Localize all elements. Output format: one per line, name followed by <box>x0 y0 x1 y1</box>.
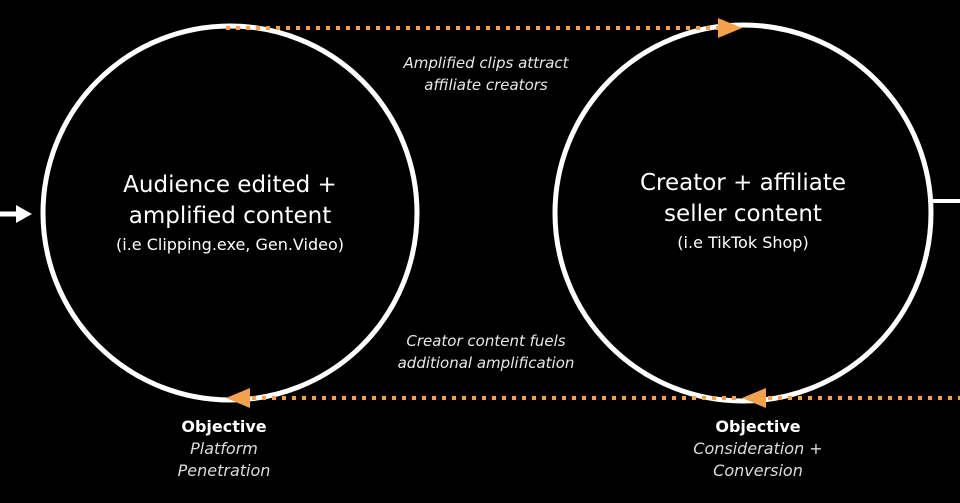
node-audience-title-line2: amplified content <box>128 203 332 229</box>
top-arrowhead <box>718 18 742 38</box>
top-connector-arrow <box>226 18 742 38</box>
bottom-arrowhead <box>226 388 250 408</box>
bottom-edge-note-line1: Creator content fuels <box>406 332 566 350</box>
objective-right-heading: Objective <box>715 417 801 436</box>
node-creator-example: (i.e TikTok Shop) <box>677 233 809 252</box>
objective-right: Objective Consideration + Conversion <box>693 416 822 482</box>
right-connector-arrow <box>742 388 960 408</box>
node-creator-title-line2: seller content <box>664 201 822 227</box>
node-audience-example: (i.e Clipping.exe, Gen.Video) <box>116 235 344 254</box>
objective-left: Objective Platform Penetration <box>178 416 271 482</box>
node-creator-title-line1: Creator + affiliate <box>639 170 847 196</box>
top-edge-note: Amplified clips attract affiliate creato… <box>403 52 568 96</box>
right-arrowhead <box>742 388 766 408</box>
node-audience-title-line1: Audience edited + <box>123 172 337 198</box>
objective-left-line2: Penetration <box>177 461 271 480</box>
creator-content-circle <box>552 22 934 404</box>
top-edge-note-line2: affiliate creators <box>424 76 548 94</box>
bottom-edge-note-line2: additional amplification <box>397 354 575 372</box>
node-creator-label: Creator + affiliate seller content (i.e … <box>640 168 846 254</box>
top-edge-note-line1: Amplified clips attract <box>403 54 569 72</box>
node-audience-label: Audience edited + amplified content (i.e… <box>116 170 344 256</box>
objective-left-line1: Platform <box>190 439 258 458</box>
incoming-arrow <box>0 205 32 223</box>
objective-left-heading: Objective <box>181 417 267 436</box>
objective-right-line1: Consideration + <box>693 439 823 458</box>
objective-right-line2: Conversion <box>713 461 803 480</box>
bottom-connector-arrow <box>226 388 738 408</box>
bottom-edge-note: Creator content fuels additional amplifi… <box>398 330 575 374</box>
